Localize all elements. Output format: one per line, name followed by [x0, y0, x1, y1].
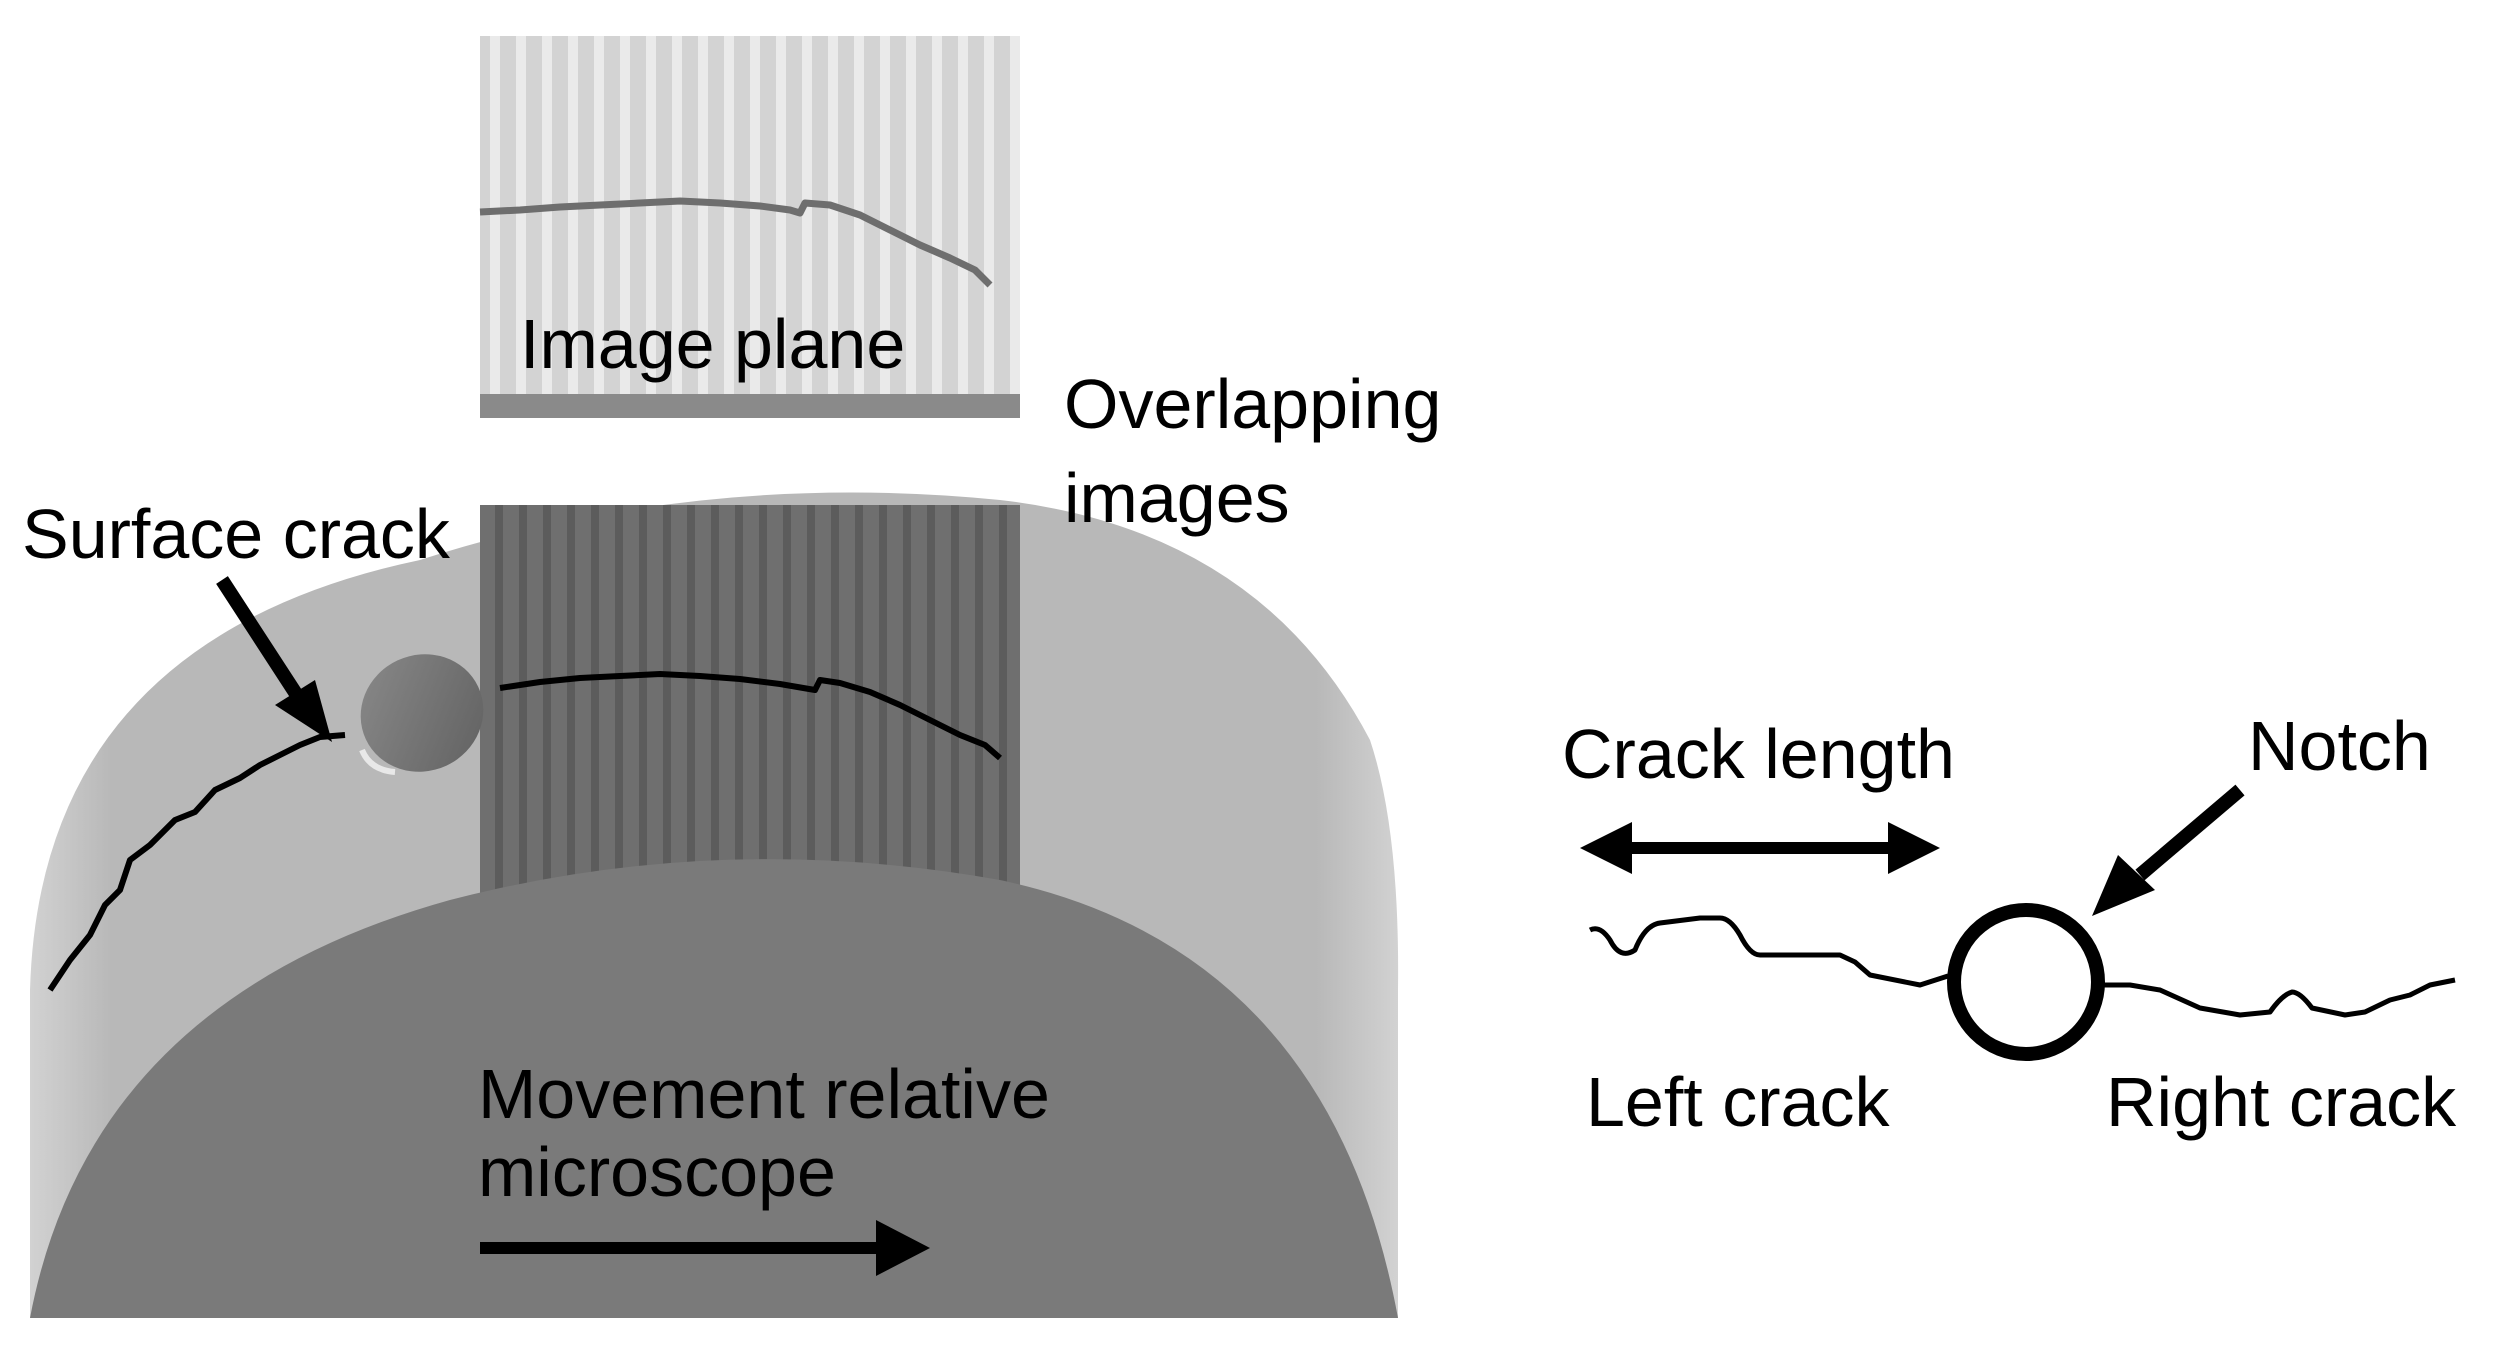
image-plane-stripe — [542, 36, 552, 394]
specimen-front-face — [30, 859, 1398, 1318]
crack-length-label: Crack length — [1562, 715, 1955, 793]
right-crack-label: Right crack — [2106, 1063, 2457, 1141]
crack-schematic: Crack length Notch Left crack Right crac… — [1562, 707, 2457, 1141]
overlapping-images-label-line2: images — [1064, 459, 1290, 537]
image-plane-stripe — [750, 36, 760, 394]
notch-arrow — [2092, 784, 2245, 916]
overlapping-images-label-line1: Overlapping — [1064, 365, 1441, 443]
band-stripe — [855, 505, 863, 1025]
band-stripe — [975, 505, 983, 1025]
image-plane-stripe — [724, 36, 734, 394]
surface-crack-right-segment — [499, 671, 1002, 761]
left-crack-line — [1588, 915, 1949, 988]
band-stripe — [735, 505, 743, 1025]
notch-highlight — [359, 748, 396, 775]
image-plane-stripe — [958, 36, 968, 394]
notch-label: Notch — [2248, 707, 2431, 785]
band-stripe — [591, 505, 599, 1025]
right-crack-line — [2104, 977, 2456, 1018]
image-plane-label: Image plane — [520, 305, 905, 383]
band-stripe — [711, 505, 719, 1025]
left-crack-label: Left crack — [1586, 1063, 1890, 1141]
image-plane-stripe — [828, 36, 838, 394]
image-plane-stripe — [646, 36, 656, 394]
crack-length-double-arrow — [1580, 822, 1940, 874]
band-stripe — [519, 505, 527, 1025]
image-plane-stripe — [802, 36, 812, 394]
image-plane-stripe — [906, 36, 916, 394]
band-stripe — [927, 505, 935, 1025]
image-plane-stripe — [568, 36, 578, 394]
surface-crack-arrow — [216, 576, 332, 742]
image-plane-stripe — [1010, 36, 1020, 394]
image-plane-stripe — [620, 36, 630, 394]
band-stripe — [495, 505, 503, 1025]
image-plane-stripe — [698, 36, 708, 394]
band-stripe — [639, 505, 647, 1025]
image-plane-stripe — [984, 36, 994, 394]
band-stripe — [543, 505, 551, 1025]
band-stripe — [879, 505, 887, 1025]
image-plane-stripe — [490, 36, 500, 394]
notch-circle — [1947, 903, 2105, 1061]
specimen-notch-hole — [360, 654, 484, 772]
band-stripe — [663, 505, 671, 1025]
band-stripe — [951, 505, 959, 1025]
image-plane-base — [480, 394, 1020, 418]
band-stripe — [783, 505, 791, 1025]
band-stripe — [831, 505, 839, 1025]
image-plane-stripe — [776, 36, 786, 394]
surface-crack-label: Surface crack — [22, 495, 451, 573]
movement-label-line1: Movement relative — [478, 1055, 1050, 1133]
band-stripe — [759, 505, 767, 1025]
band-stripe — [615, 505, 623, 1025]
movement-label-line2: microscope — [478, 1133, 836, 1211]
band-stripe — [999, 505, 1007, 1025]
band-stripe — [903, 505, 911, 1025]
image-plane-stripe — [594, 36, 604, 394]
image-plane: Image plane — [479, 36, 1020, 418]
image-plane-crack — [479, 197, 993, 288]
surface-crack-left-segment — [47, 732, 346, 992]
image-plane-stripe — [880, 36, 890, 394]
image-plane-stripe — [672, 36, 682, 394]
specimen-cylinder — [30, 492, 1399, 1318]
band-stripe — [687, 505, 695, 1025]
movement-arrow — [480, 1220, 930, 1276]
band-stripe — [567, 505, 575, 1025]
band-stripes — [495, 505, 1007, 1025]
band-stripe — [807, 505, 815, 1025]
image-plane-stripe — [516, 36, 526, 394]
image-plane-stripe — [932, 36, 942, 394]
